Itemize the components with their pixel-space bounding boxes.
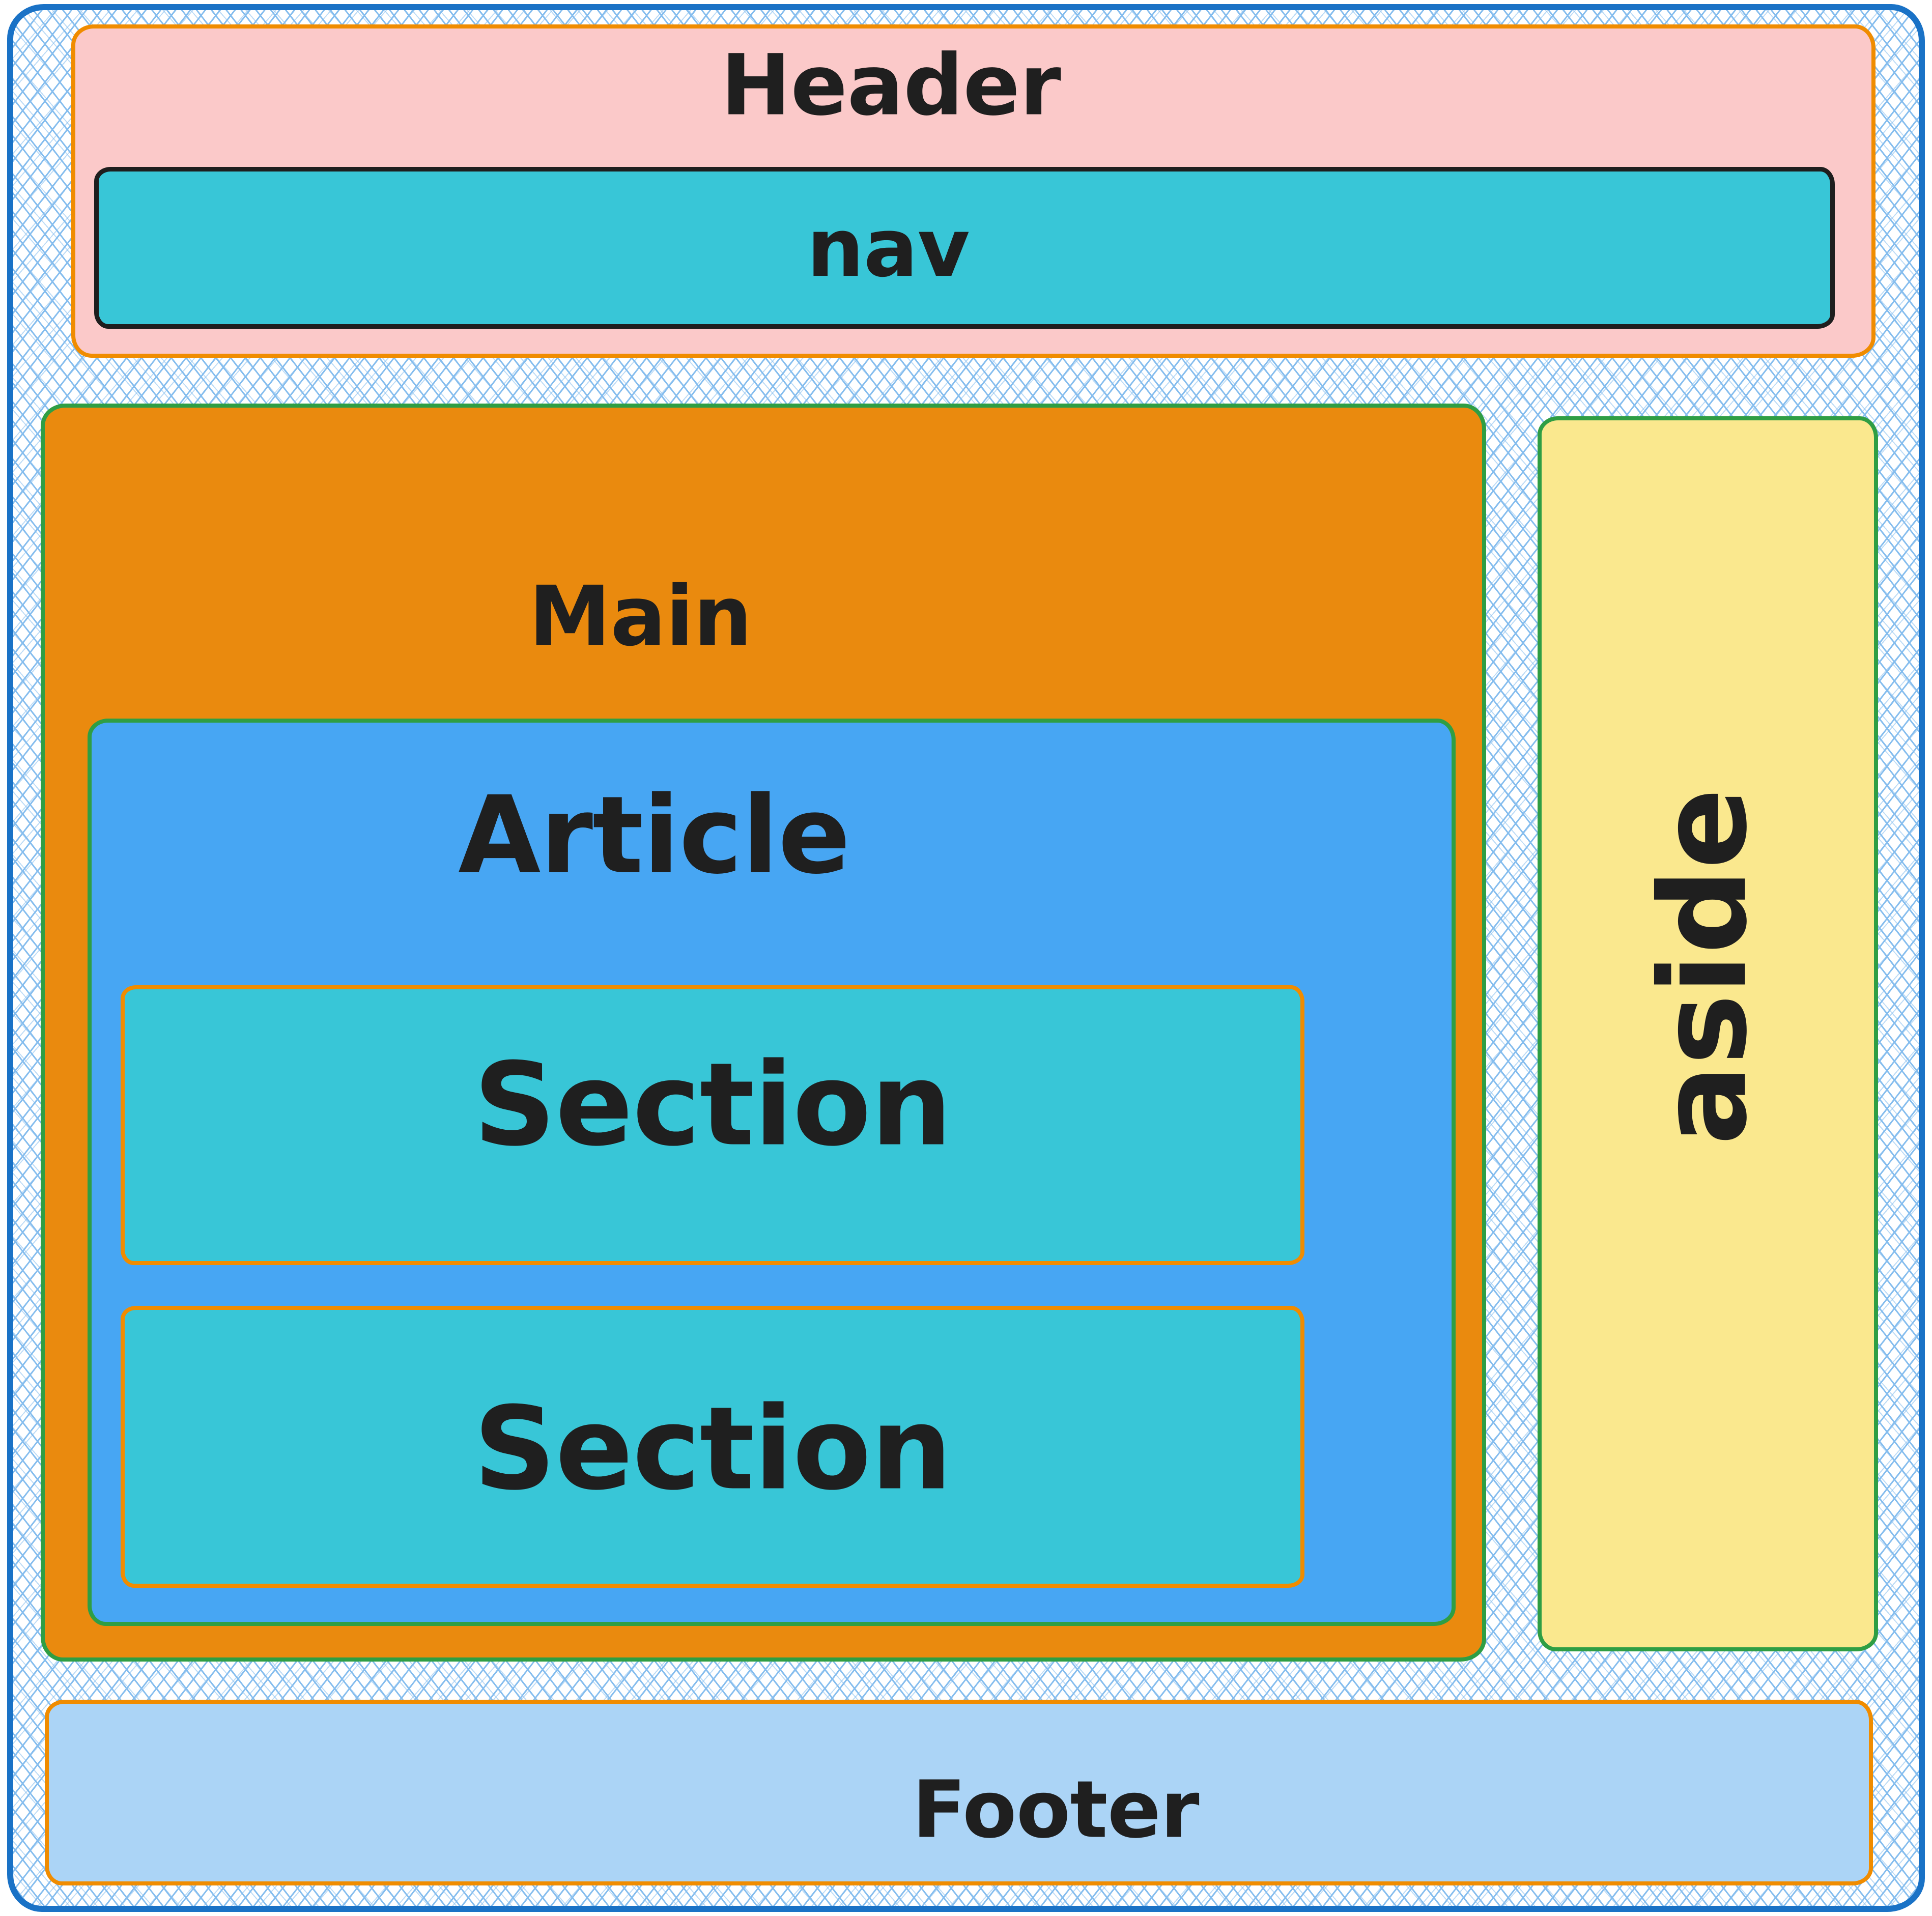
main-box: Main Article Section Section	[41, 404, 1486, 1662]
section-label-2: Section	[473, 1382, 952, 1516]
footer-label: Footer	[912, 1763, 1199, 1856]
main-label: Main	[528, 569, 752, 665]
aside-label: aside	[1634, 788, 1774, 1146]
section-box-2: Section	[121, 1306, 1304, 1588]
article-label: Article	[458, 773, 850, 898]
nav-label: nav	[807, 202, 970, 295]
header-box: Header nav	[71, 24, 1876, 358]
article-box: Article Section Section	[88, 719, 1456, 1626]
footer-box: Footer	[45, 1700, 1873, 1885]
section-box-1: Section	[121, 985, 1304, 1265]
header-label: Header	[721, 36, 1061, 134]
nav-box: nav	[94, 167, 1835, 329]
section-label-1: Section	[473, 1038, 952, 1172]
aside-box: aside	[1538, 416, 1878, 1651]
